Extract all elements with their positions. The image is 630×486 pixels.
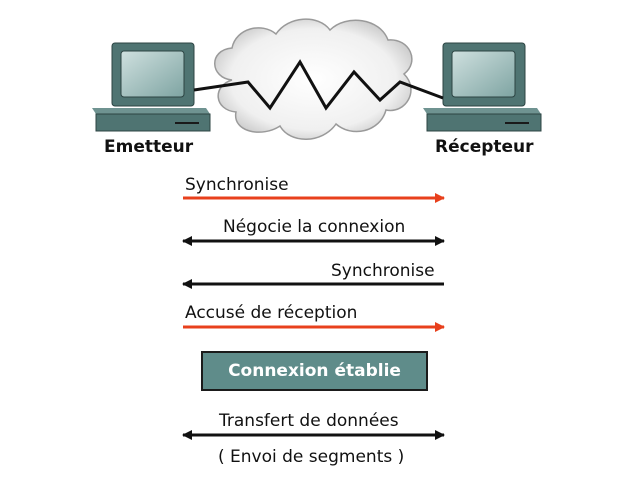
sender-computer-icon bbox=[92, 42, 211, 132]
network-cloud-icon bbox=[214, 18, 413, 140]
transfer-label: Transfert de données bbox=[219, 411, 399, 431]
step-label-negotiate: Négocie la connexion bbox=[223, 217, 406, 237]
transfer-sublabel: ( Envoi de segments ) bbox=[218, 447, 405, 467]
sender-label: Emetteur bbox=[104, 137, 194, 157]
step-label-synchronise-1: Synchronise bbox=[185, 175, 289, 195]
connection-established-box: Connexion établie bbox=[201, 351, 428, 391]
step-label-acknowledge: Accusé de réception bbox=[185, 303, 358, 323]
step-label-synchronise-2: Synchronise bbox=[331, 261, 435, 281]
connection-established-label: Connexion établie bbox=[228, 361, 401, 381]
receiver-computer-icon bbox=[423, 42, 542, 132]
receiver-label: Récepteur bbox=[435, 137, 534, 157]
network-link bbox=[193, 59, 444, 111]
